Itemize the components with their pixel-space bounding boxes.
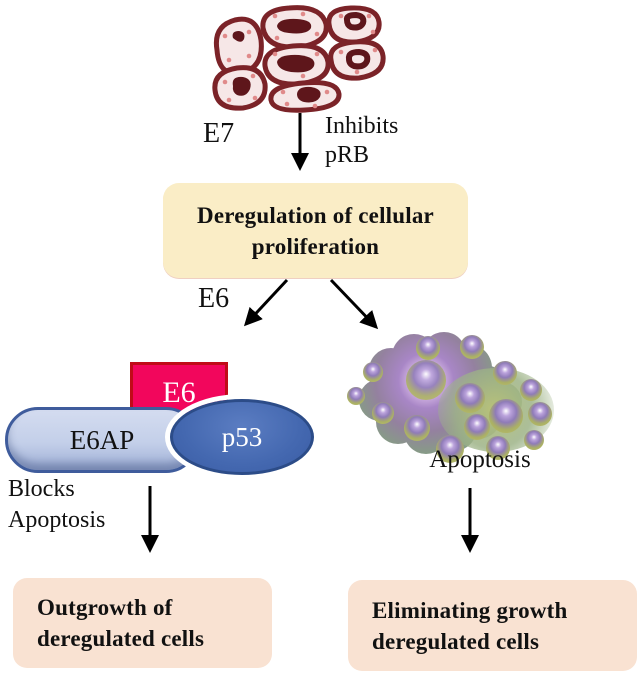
apoptosis-label: Apoptosis [429,446,531,473]
e7-label: E7 [203,118,235,149]
outgrowth-box-label: Outgrowth of deregulated cells [37,595,205,651]
deregulation-box-label: Deregulation of cellular proliferation [197,202,434,259]
p53-protein-ellipse: p53 [170,399,314,475]
left-diagonal-arrow-icon [243,278,289,327]
tumor-cells-illustration [212,5,386,113]
e6-protein-label: E6 [162,376,196,409]
deregulation-box: Deregulation of cellular proliferation [163,183,468,278]
blocks-apoptosis-label: Blocks Apoptosis [8,476,106,533]
eliminating-box-label: Eliminating growth deregulated cells [372,597,568,654]
right-diagonal-arrow-icon [329,278,379,330]
e6ap-protein-pill: E6AP [5,407,199,473]
p53-protein-label: p53 [221,421,263,452]
e6-label: E6 [198,283,230,314]
e6ap-protein-label: E6AP [69,424,135,455]
apoptosis-illustration [347,332,554,463]
outgrowth-box: Outgrowth of deregulated cells [13,578,272,668]
inhibits-prb-label: Inhibits pRB [325,113,399,168]
eliminating-box: Eliminating growth deregulated cells [348,580,637,671]
